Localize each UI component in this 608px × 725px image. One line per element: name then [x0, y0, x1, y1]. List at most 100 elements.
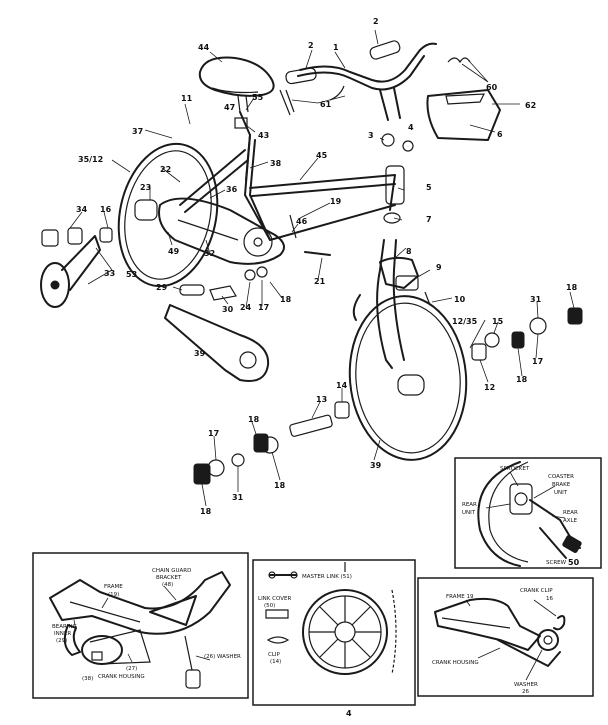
leader-lines	[69, 29, 575, 507]
inset-crank-housing: FRAME (19) CHAIN GUARD BRACKET (48) BEAR…	[32, 552, 249, 699]
callout-2: 2	[308, 41, 314, 50]
callout-44: 44	[198, 43, 210, 52]
callout-43: 43	[258, 131, 269, 140]
inset-label-link-cover-num: (50)	[264, 603, 275, 609]
inset-label-bearing: BEARING	[52, 624, 77, 630]
inset-label-unit: UNIT	[554, 490, 568, 496]
callout-15: 15	[492, 317, 504, 326]
inset-label-axle-rear: REAR	[563, 510, 578, 516]
crank-hardware	[244, 214, 331, 281]
handlebar	[279, 40, 437, 121]
inset-label-crank-housing-r: CRANK HOUSING	[432, 660, 479, 666]
inset-label-frame: FRAME	[104, 584, 123, 590]
callout-24: 24	[240, 303, 252, 312]
callout-18: 18	[274, 481, 286, 490]
inset-label-washer-num: 26	[522, 689, 529, 695]
callout-12-35: 12/35	[452, 317, 478, 326]
headset	[381, 133, 414, 224]
callout-19: 19	[330, 197, 342, 206]
inset-label-clip-num: (14)	[270, 659, 281, 665]
callout-50: 50	[568, 558, 580, 567]
callout-17: 17	[208, 429, 219, 438]
callout-14: 14	[336, 381, 348, 390]
inset-label-frame-num: (19)	[108, 592, 119, 598]
callout-36: 36	[226, 185, 238, 194]
inset-frame-crank-clip: FRAME 19 CRANK CLIP 16 CRANK HOUSING WAS…	[417, 577, 594, 697]
callout-35-12: 35/12	[78, 155, 103, 164]
inset-label-housing-num: (27)	[126, 666, 137, 672]
inset-label-screw: SCREW	[546, 560, 567, 566]
inset-label-rear: REAR	[462, 502, 477, 508]
callout-46: 46	[296, 217, 308, 226]
callout-6: 6	[497, 130, 503, 139]
callout-18: 18	[248, 415, 260, 424]
callout-33: 33	[104, 269, 115, 278]
callout-11: 11	[181, 94, 193, 103]
callout-18: 18	[566, 283, 578, 292]
callout-37: 37	[132, 127, 143, 136]
callout-8: 8	[406, 247, 412, 256]
inset-label-link-cover: LINK COVER	[258, 596, 291, 602]
page-marker: 4	[346, 709, 352, 718]
callout-39: 39	[370, 461, 382, 470]
callout-1: 1	[333, 43, 339, 52]
callout-30: 30	[222, 305, 234, 314]
training-wheel	[40, 227, 113, 308]
inset-label-crank-clip-num: 16	[546, 596, 553, 602]
callout-3: 3	[368, 131, 374, 140]
inset-label-master-link: MASTER LINK (51)	[302, 574, 352, 580]
seat	[198, 56, 275, 113]
callout-2: 2	[373, 17, 379, 26]
callout-23: 23	[140, 183, 151, 192]
inset-coaster-brake: SPROCKET COASTER BRAKE UNIT REAR UNIT RE…	[454, 457, 602, 569]
callout-10: 10	[454, 295, 466, 304]
inset-label-frame-19: FRAME 19	[446, 594, 474, 600]
inset-label-bolt-num: (38)	[82, 676, 93, 682]
rear-axle-parts	[193, 401, 350, 485]
inset-label-chain-guard: CHAIN GUARD	[152, 568, 191, 574]
callout-18: 18	[200, 507, 212, 516]
callout-31: 31	[232, 493, 244, 502]
front-axle-parts	[471, 307, 583, 361]
callout-5: 5	[426, 183, 432, 192]
inset-label-brake: BRAKE	[552, 482, 571, 488]
callout-31: 31	[530, 295, 542, 304]
callout-17: 17	[532, 357, 543, 366]
callout-13: 13	[316, 395, 327, 404]
callout-47: 47	[224, 103, 235, 112]
inset-label-inner: INNER	[54, 631, 71, 637]
callout-49: 49	[168, 247, 180, 256]
callout-60: 60	[486, 83, 498, 92]
inset-label-coaster: COASTER	[548, 474, 574, 480]
inset-label-unit-2: UNIT	[462, 510, 476, 516]
front-wheel	[348, 295, 468, 461]
inset-label-clip: CLIP	[268, 652, 281, 658]
inset-label-bearing-num: (29)	[56, 638, 67, 644]
callout-9: 9	[436, 263, 442, 272]
rear-wheel	[117, 142, 219, 288]
inset-label-washer-r: WASHER	[514, 682, 538, 688]
front-fork	[352, 239, 431, 369]
callout-38: 38	[270, 159, 282, 168]
callout-12: 12	[484, 383, 495, 392]
callout-22: 22	[160, 165, 171, 174]
callout-53: 53	[126, 270, 137, 279]
callout-4: 4	[408, 123, 414, 132]
callout-39: 39	[194, 349, 206, 358]
callout-numbers: 2 2 1 44 60 61 62 6 3 4 11 47 55 43 37 3…	[76, 17, 578, 516]
callout-62: 62	[525, 101, 536, 110]
callout-32: 32	[204, 249, 215, 258]
callout-18: 18	[516, 375, 528, 384]
callout-34: 34	[76, 205, 88, 214]
callout-18: 18	[280, 295, 292, 304]
inset-label-sprocket: SPROCKET	[500, 466, 530, 472]
inset-label-crank-clip: CRANK CLIP	[520, 588, 553, 594]
number-plate	[426, 57, 501, 141]
callout-45: 45	[316, 151, 328, 160]
callout-16: 16	[100, 205, 112, 214]
callout-21: 21	[314, 277, 326, 286]
callout-55: 55	[252, 93, 264, 102]
callout-29: 29	[156, 283, 168, 292]
inset-label-bracket: BRACKET	[156, 575, 182, 581]
